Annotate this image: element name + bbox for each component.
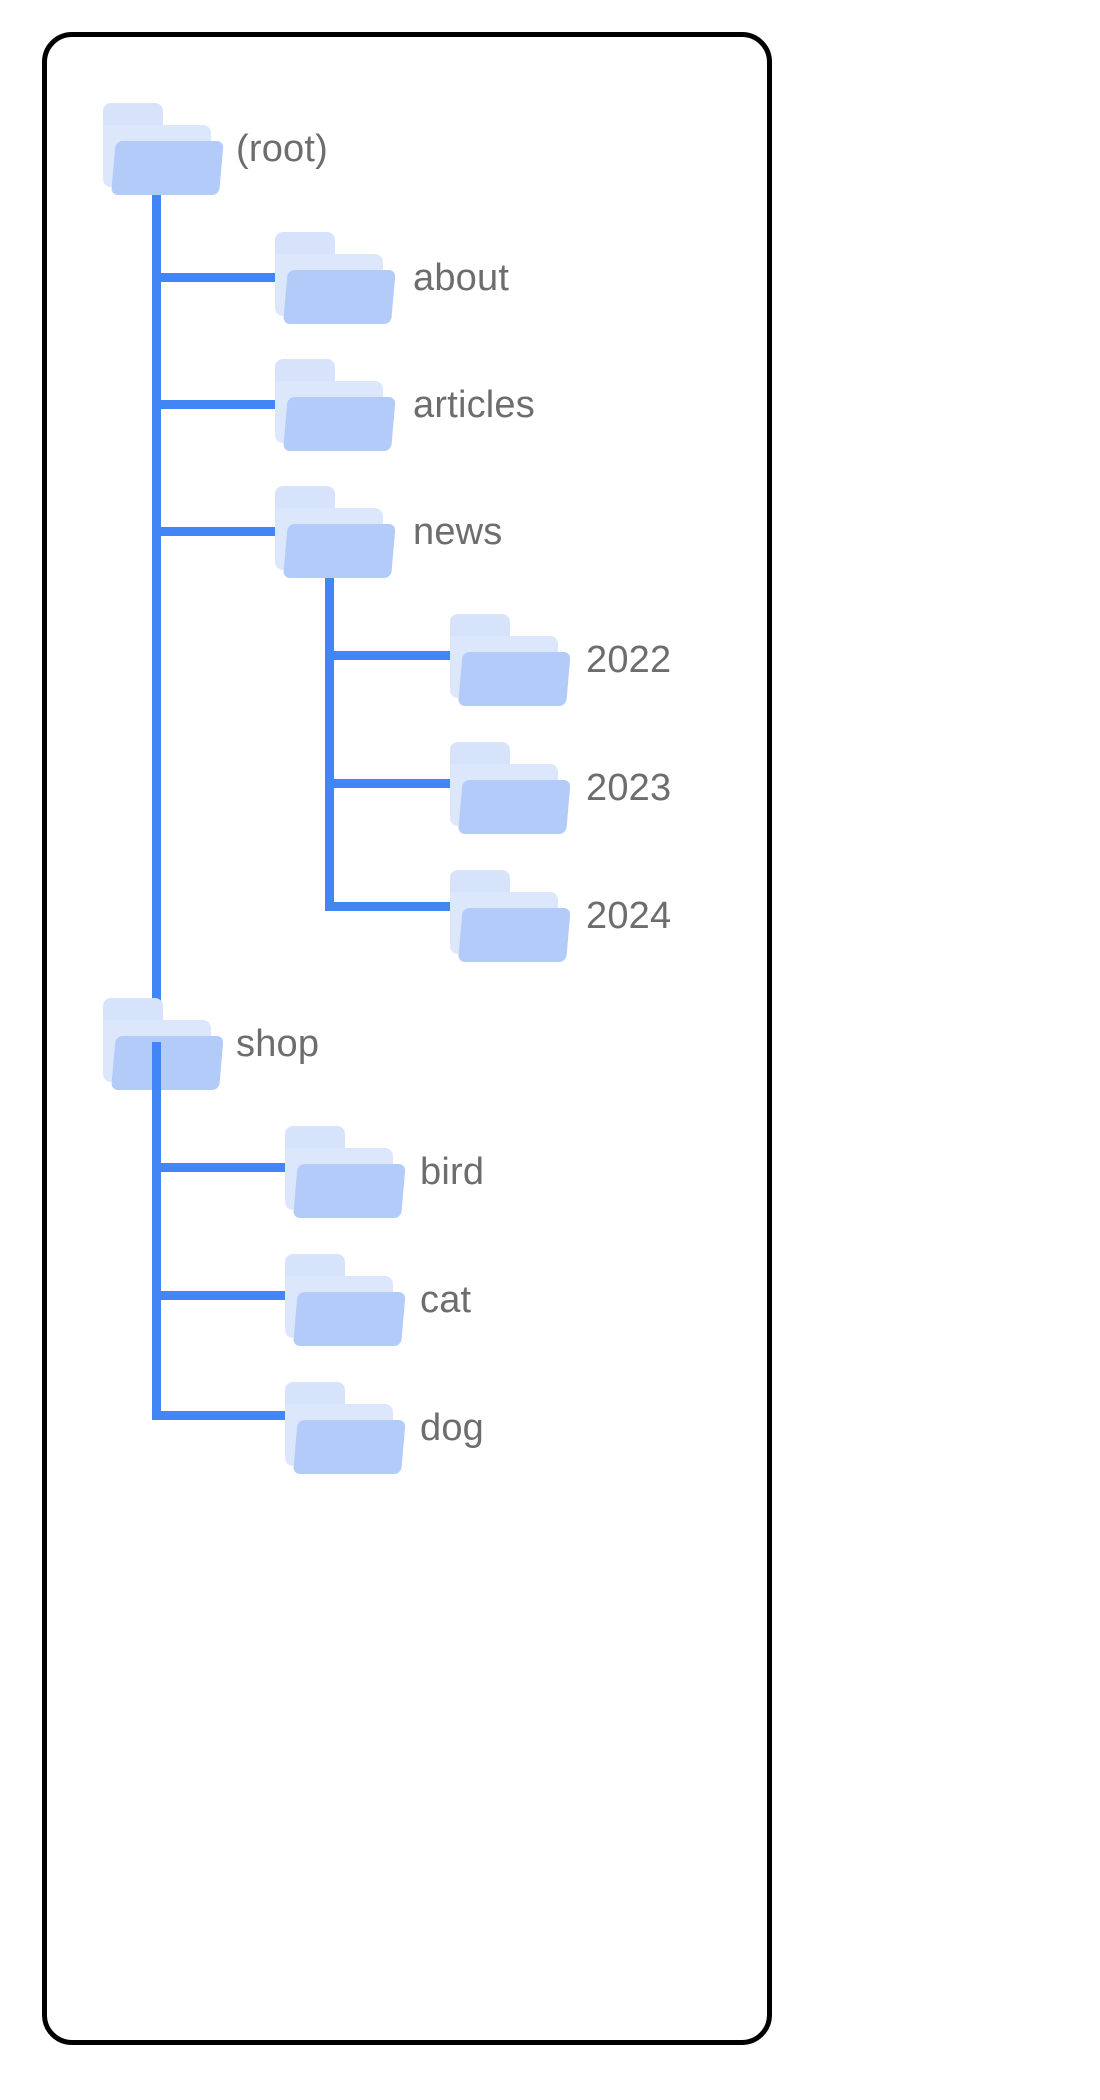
tree-node-label-dog: dog [420,1407,485,1449]
folder-front-shape [283,524,396,578]
folder-front-shape [283,397,396,451]
connector-root-trunk [152,178,161,1042]
folder-front-shape [111,141,224,195]
connector-root-articles [152,400,284,409]
tree-node-label-news: news [413,511,503,553]
folder-front-shape [293,1164,406,1218]
connector-shop-trunk-overlay [152,1042,161,1420]
tree-node-label-root: (root) [236,128,328,170]
connector-news-2023 [325,779,459,788]
connector-shop-cat [152,1291,294,1300]
folder-front-shape [458,652,571,706]
tree-node-label-2024: 2024 [586,895,672,937]
tree-node-label-shop: shop [236,1023,320,1065]
folder-icon [285,1126,406,1218]
folder-icon [103,998,224,1090]
folder-icon [275,486,396,578]
folder-front-shape [283,270,396,324]
connector-news-2024 [325,902,459,911]
folder-icon [275,359,396,451]
tree-node-label-articles: articles [413,384,535,426]
tree-node-label-2023: 2023 [586,767,672,809]
tree-node-label-bird: bird [420,1151,485,1193]
connector-root-about [152,273,284,282]
connector-shop-bird [152,1163,294,1172]
folder-icon [285,1254,406,1346]
connector-shop-dog [152,1411,294,1420]
folder-front-shape [458,780,571,834]
tree-node-label-about: about [413,257,510,299]
connector-news-trunk [325,560,334,911]
folder-front-shape [458,908,571,962]
folder-icon [275,232,396,324]
connector-root-news [152,527,284,536]
tree-node-label-cat: cat [420,1279,472,1321]
folder-front-shape [293,1292,406,1346]
folder-front-shape [293,1420,406,1474]
folder-icon [285,1382,406,1474]
connector-news-2022 [325,651,459,660]
folder-icon [103,103,224,195]
folder-icon [450,742,571,834]
folder-icon [450,870,571,962]
folder-icon [450,614,571,706]
folder-front-shape [111,1036,224,1090]
tree-node-label-2022: 2022 [586,639,672,681]
